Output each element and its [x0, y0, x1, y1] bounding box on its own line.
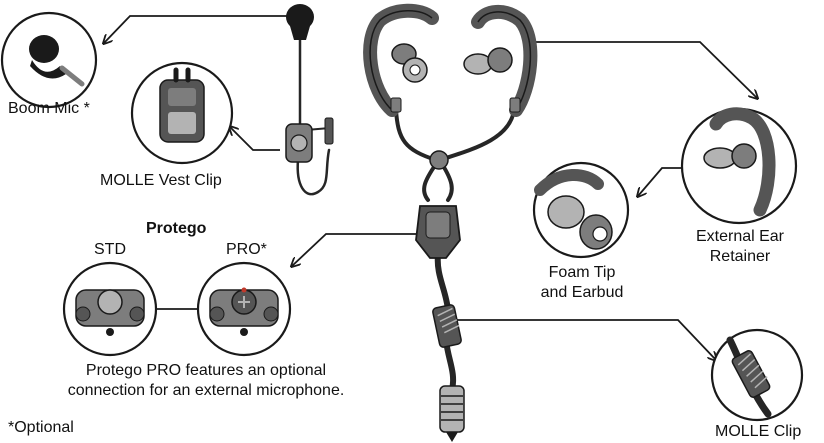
vest-clip-leader [230, 127, 280, 150]
foam-tip-label-line2: and Earbud [530, 283, 634, 302]
mic-module-icon [286, 118, 333, 162]
boom-mic-label: Boom Mic * [8, 99, 90, 118]
foam-tip-earbud-detail [534, 163, 628, 257]
cables [298, 40, 514, 390]
protego-leader [292, 234, 420, 266]
external-ear-retainer-label-line2: Retainer [682, 247, 798, 266]
molle-clip-detail [712, 330, 802, 420]
inline-molle-clip-icon [432, 304, 462, 348]
foam-tip-label-line1: Foam Tip [530, 263, 634, 282]
protego-note-line2: connection for an external microphone. [0, 381, 412, 400]
external-ear-retainer-label-line1: External Ear [682, 227, 798, 246]
std-label: STD [94, 240, 126, 259]
external-ear-retainer-detail [682, 109, 796, 223]
left-ear-hook-icon [370, 11, 432, 112]
boom-mic-leader [104, 16, 287, 43]
main-cable-lower [446, 340, 453, 390]
foam-tip-leader [638, 168, 686, 196]
molle-clip-label: MOLLE Clip [715, 422, 801, 441]
right-ear-cable [440, 110, 514, 160]
molle-clip-leader [454, 320, 716, 360]
left-ear-cable [396, 110, 436, 160]
pro-label: PRO* [226, 240, 267, 259]
protego-note-line1: Protego PRO features an optional [0, 361, 412, 380]
optional-footnote: *Optional [8, 418, 74, 437]
y-split-right [442, 164, 452, 200]
retainer-leader [524, 42, 757, 98]
protego-title: Protego [146, 219, 206, 238]
boom-mic-detail [2, 13, 96, 107]
right-ear-hook-icon [464, 12, 530, 112]
protego-pro-detail [198, 263, 290, 355]
molle-vest-clip-label: MOLLE Vest Clip [100, 171, 222, 190]
cable-connector-icon [440, 386, 464, 442]
boom-mic-icon [286, 4, 314, 40]
main-cable-upper [438, 255, 448, 310]
protego-module-icon [416, 206, 460, 258]
molle-vest-clip-detail [132, 63, 232, 163]
y-splitter-icon [430, 151, 448, 169]
y-split-left [424, 164, 436, 200]
protego-std-detail [64, 263, 156, 355]
